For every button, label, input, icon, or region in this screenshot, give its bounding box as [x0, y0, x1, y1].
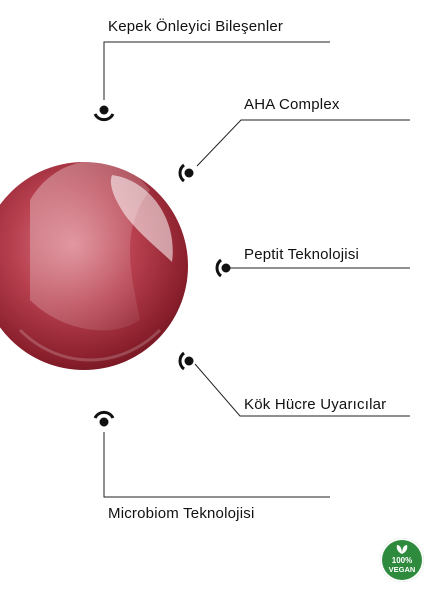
bullet-ring-icon: [178, 351, 194, 371]
bullet-ring-icon: [93, 410, 115, 427]
ingredient-label: Kök Hücre Uyarıcılar: [244, 396, 387, 413]
ingredient-label: Peptit Teknolojisi: [244, 246, 360, 263]
bullet-ring-icon: [93, 105, 115, 122]
bullet-ring-icon: [178, 163, 194, 183]
bullet-ring-icon: [215, 258, 231, 278]
ingredient-label: Kepek Önleyici Bileşenler: [108, 18, 284, 35]
serum-drop-image: [0, 161, 188, 370]
vegan-badge: 100% VEGAN: [380, 538, 424, 582]
badge-percent: 100%: [391, 556, 413, 565]
leaf-icon: [396, 545, 408, 554]
ingredient-label: AHA Complex: [244, 96, 340, 113]
badge-text: VEGAN: [388, 565, 416, 574]
ingredient-label: Microbiom Teknolojisi: [108, 505, 255, 522]
callout-lines: [103, 41, 410, 498]
